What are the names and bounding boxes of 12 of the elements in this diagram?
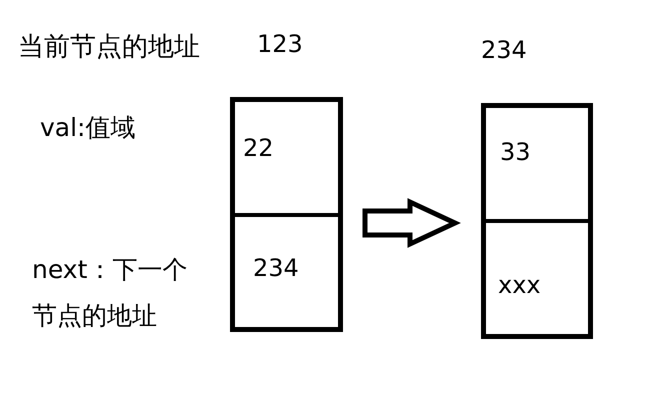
- block-arrow: [362, 198, 461, 248]
- annotation-text: val:值域: [40, 113, 136, 143]
- list-node-box: [481, 103, 593, 339]
- value-cell: 33: [486, 108, 588, 221]
- address-label: 123: [257, 30, 303, 59]
- list-node-box: [230, 97, 343, 332]
- pointer-cell: 234: [235, 215, 338, 327]
- address-label: 234: [481, 36, 527, 65]
- heading-text: 当前节点的地址: [18, 32, 200, 64]
- pointer-cell: xxx: [486, 221, 588, 334]
- value-cell: 22: [235, 102, 338, 215]
- annotation-text: next：下一个节点的地址: [32, 254, 188, 332]
